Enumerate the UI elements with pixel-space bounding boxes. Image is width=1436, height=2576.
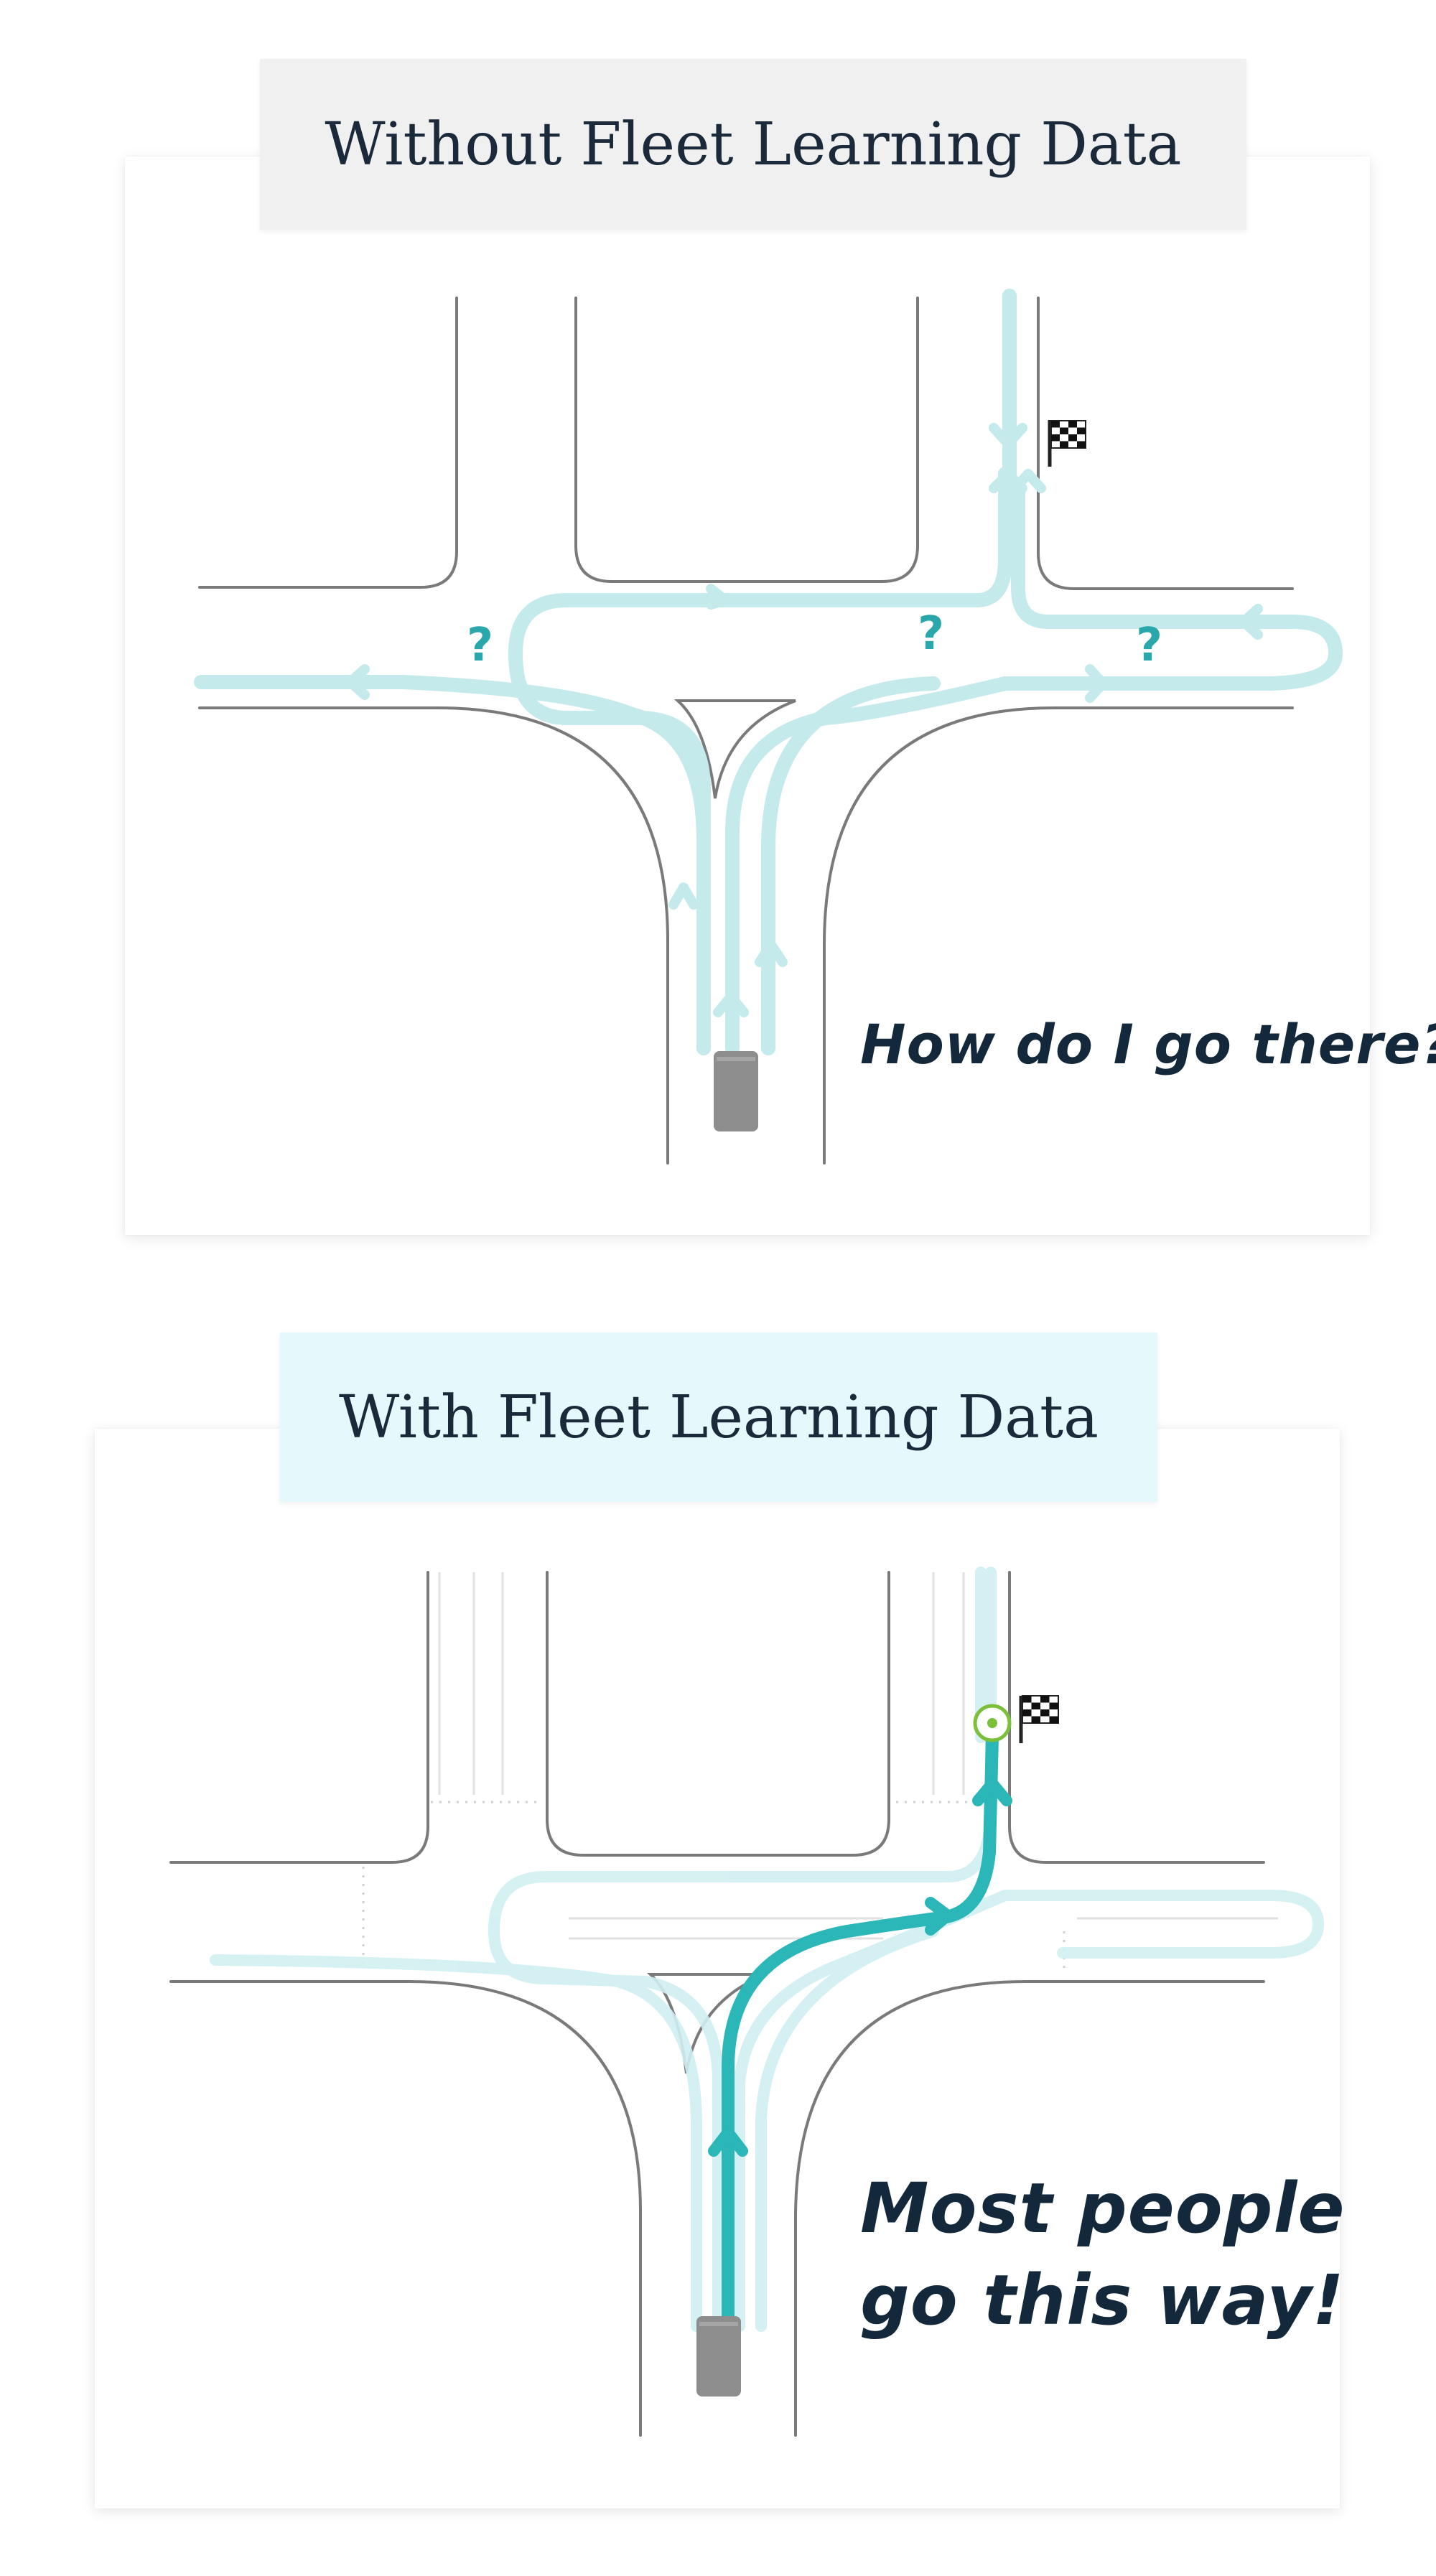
top-intersection-diagram	[194, 289, 1343, 1165]
arrow-chevron-icon	[708, 1778, 1012, 2157]
goal-marker-icon	[973, 1704, 1012, 1742]
stop-lines	[362, 1801, 1066, 1974]
car-icon	[696, 2316, 741, 2397]
question-mark-middle: ?	[918, 607, 946, 661]
crosswalk-marks	[438, 1572, 1278, 1940]
road-edges	[198, 297, 1294, 1165]
most-common-path	[722, 1731, 999, 2325]
road-edges	[169, 1571, 1265, 2437]
bottom-panel-title: With Fleet Learning Data	[280, 1333, 1157, 1502]
question-mark-left: ?	[467, 619, 495, 672]
bottom-caption-line2: go this way!	[860, 2260, 1345, 2341]
checkered-flag-icon	[1019, 1695, 1059, 1743]
checkered-flag-icon	[1048, 420, 1086, 467]
bottom-caption-line1: Most people	[860, 2168, 1346, 2249]
arrow-chevron-icon	[345, 423, 1263, 1017]
top-panel-title: Without Fleet Learning Data	[260, 59, 1246, 230]
question-mark-right: ?	[1136, 619, 1164, 672]
top-caption: How do I go there?	[860, 1012, 1436, 1076]
car-icon	[714, 1051, 758, 1131]
bottom-intersection-diagram	[169, 1567, 1324, 2437]
candidate-paths	[194, 289, 1343, 1055]
